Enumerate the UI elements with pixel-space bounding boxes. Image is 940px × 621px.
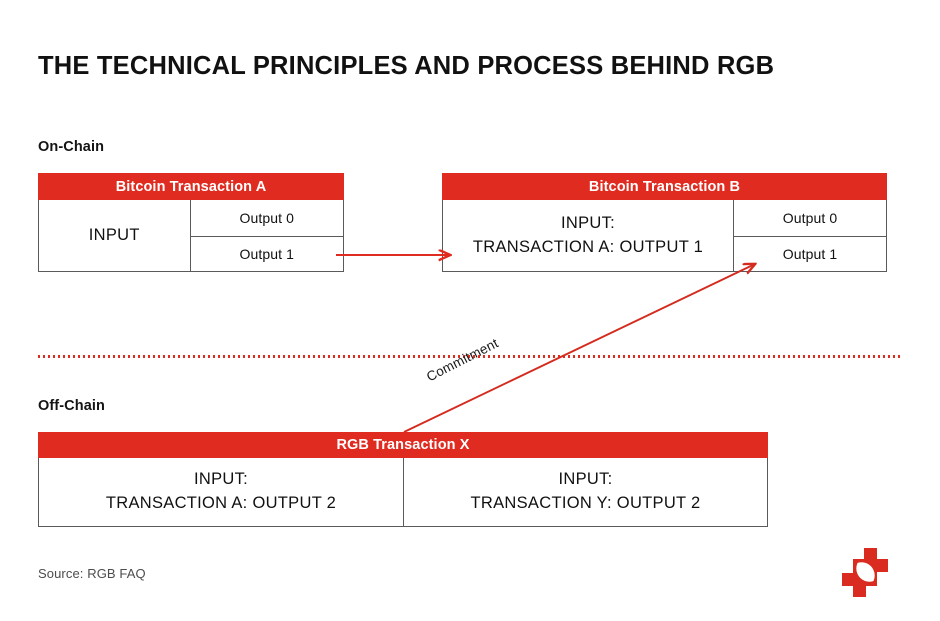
transaction-box-b: Bitcoin Transaction B INPUT: TRANSACTION… <box>442 173 887 272</box>
transaction-b-input-cell: INPUT: TRANSACTION A: OUTPUT 1 <box>443 200 734 271</box>
section-label-off-chain: Off-Chain <box>38 398 105 414</box>
transaction-a-body: INPUT Output 0 Output 1 <box>38 200 344 272</box>
transaction-b-body: INPUT: TRANSACTION A: OUTPUT 1 Output 0 … <box>442 200 887 272</box>
transaction-x-body: INPUT: TRANSACTION A: OUTPUT 2 INPUT: TR… <box>38 458 768 527</box>
transaction-a-output-1: Output 1 <box>190 235 343 272</box>
transaction-x-input-1-line-1: INPUT: <box>193 470 249 489</box>
section-label-on-chain: On-Chain <box>38 139 105 155</box>
transaction-x-input-2-line-1: INPUT: <box>558 470 613 489</box>
transaction-box-a: Bitcoin Transaction A INPUT Output 0 Out… <box>38 173 344 272</box>
transaction-x-input-cell-1: INPUT: TRANSACTION A: OUTPUT 2 <box>39 458 404 526</box>
transaction-a-input-cell: INPUT <box>39 200 191 271</box>
transaction-b-input-line-2: TRANSACTION A: OUTPUT 1 <box>472 237 704 256</box>
commitment-arrow-x-to-b <box>403 264 755 433</box>
transaction-b-input-line-1: INPUT: <box>560 214 616 233</box>
transaction-b-output-0: Output 0 <box>782 209 838 226</box>
brand-logo-icon <box>836 546 894 598</box>
transaction-a-output-column: Output 0 Output 1 <box>190 200 343 272</box>
transaction-box-x: RGB Transaction X INPUT: TRANSACTION A: … <box>38 432 768 527</box>
transaction-x-input-1-line-2: TRANSACTION A: OUTPUT 2 <box>105 494 337 512</box>
transaction-x-input-2-line-2: TRANSACTION Y: OUTPUT 2 <box>470 494 701 512</box>
transaction-b-output-1: Output 1 <box>734 235 886 272</box>
transaction-b-header: Bitcoin Transaction B <box>442 173 887 200</box>
transaction-x-header: RGB Transaction X <box>38 432 768 458</box>
transaction-a-header: Bitcoin Transaction A <box>38 173 344 200</box>
transaction-x-input-cell-2: INPUT: TRANSACTION Y: OUTPUT 2 <box>404 458 767 526</box>
source-note: Source: RGB FAQ <box>38 566 146 581</box>
transaction-b-output-column: Output 0 Output 1 <box>734 200 886 271</box>
transaction-a-output-0: Output 0 <box>239 209 294 226</box>
commitment-arrow-label: Commitment <box>424 335 501 385</box>
page-title: THE TECHNICAL PRINCIPLES AND PROCESS BEH… <box>38 52 775 80</box>
